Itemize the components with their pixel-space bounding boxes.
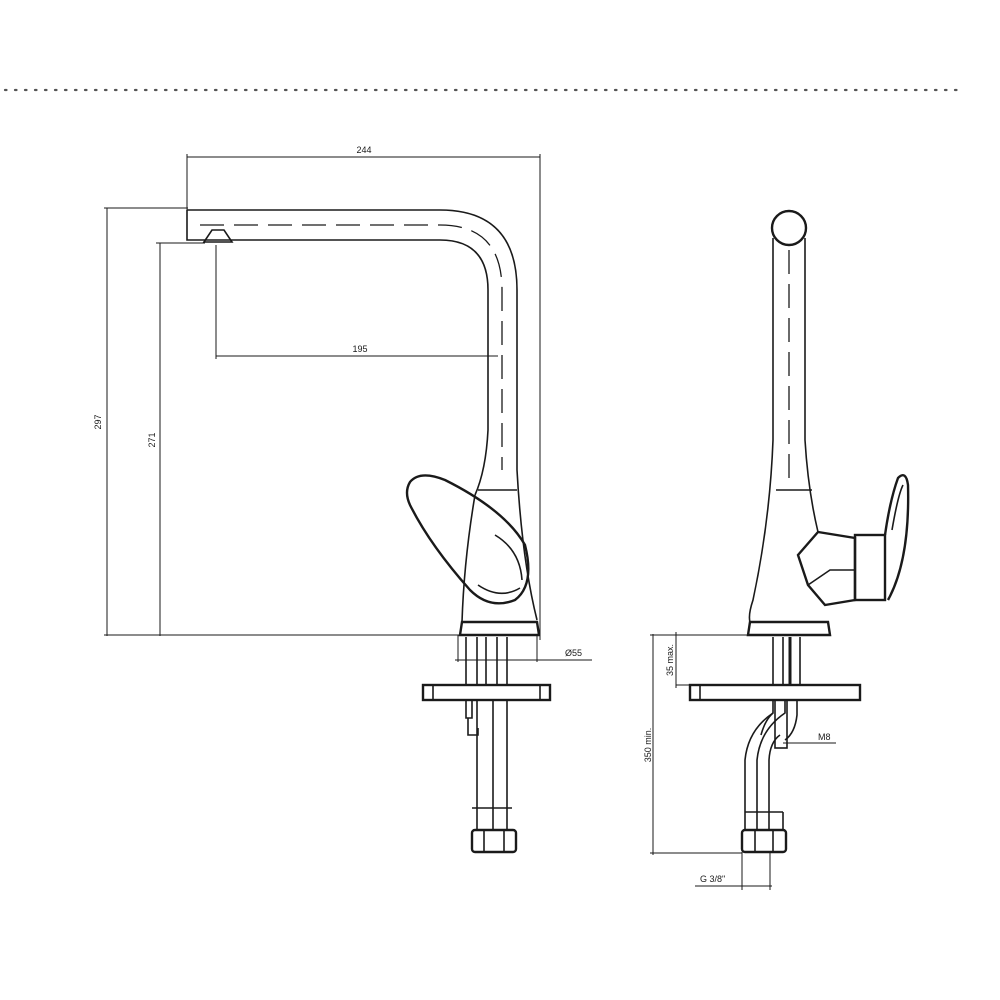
mounting-plate [421, 683, 552, 702]
lever-handle [405, 474, 530, 605]
base-ring [458, 620, 541, 637]
dimension-m8: M8 [783, 732, 836, 744]
spout-centerline [200, 224, 503, 470]
body-outline [461, 494, 476, 623]
body-left-outline [748, 238, 774, 623]
dimension-35-max: 35 max. [650, 632, 750, 688]
dim-label-297: 297 [93, 414, 103, 429]
dim-label-m8: M8 [818, 732, 831, 742]
lever-handle-side [796, 474, 910, 607]
side-view: 35 max. 350 min. M8 G 3/8" [643, 209, 910, 890]
dim-label-35-max: 35 max. [665, 644, 675, 676]
dim-label-diameter-55: Ø55 [565, 648, 582, 658]
dimension-350-min: 350 min. [643, 634, 742, 855]
spout-outline [187, 209, 538, 621]
front-view: 244 297 271 195 [93, 145, 592, 854]
connection-nut-side [740, 828, 788, 854]
dimension-g-3-8: G 3/8" [695, 852, 772, 890]
supply-pipes [465, 637, 512, 830]
aerator [202, 229, 234, 243]
mounting-plate-side [688, 683, 862, 702]
dim-label-350-min: 350 min. [643, 728, 653, 763]
dim-label-271: 271 [147, 432, 157, 447]
dimension-195: 195 [215, 245, 498, 359]
spout-inner-outline [186, 210, 489, 496]
supply-pipes-side [744, 637, 801, 830]
body-right-outline [804, 238, 819, 533]
connection-nut [470, 828, 518, 854]
dim-label-g-3-8: G 3/8" [700, 874, 725, 884]
spout-end [770, 209, 808, 247]
dimension-271: 271 [147, 242, 205, 636]
dimension-diameter-55: Ø55 [455, 635, 592, 662]
base-ring-side [746, 620, 832, 637]
dim-label-195: 195 [352, 344, 367, 354]
dimension-244: 244 [186, 145, 541, 640]
dim-label-244: 244 [356, 145, 371, 155]
